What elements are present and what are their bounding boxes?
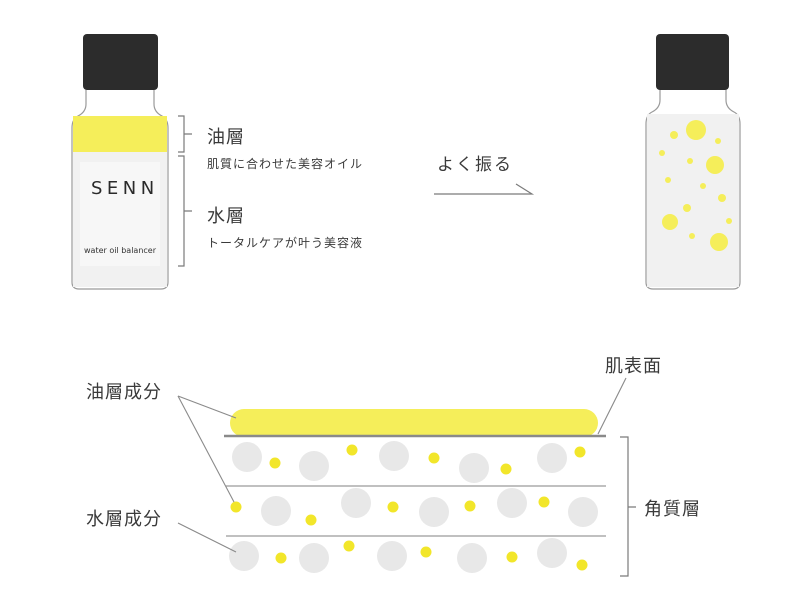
water-component-label: 水層成分 bbox=[86, 509, 162, 530]
oil-dot bbox=[305, 514, 317, 526]
oil-dot bbox=[420, 546, 432, 558]
oil-dot bbox=[576, 559, 588, 571]
bottle-right-oil-droplets bbox=[659, 120, 732, 251]
oil-dot bbox=[464, 500, 476, 512]
oil-droplet bbox=[670, 131, 678, 139]
oil-droplet bbox=[710, 233, 728, 251]
oil-dot bbox=[500, 463, 512, 475]
stratum-corneum-bracket bbox=[620, 436, 636, 577]
bottle-right bbox=[645, 34, 741, 290]
skin-diagram bbox=[177, 377, 636, 577]
bottle-right-mixed-liquid bbox=[647, 114, 739, 287]
skin-cell bbox=[341, 488, 371, 518]
oil-droplet bbox=[700, 183, 706, 189]
oil-dot bbox=[387, 501, 399, 513]
oil-droplet bbox=[686, 120, 706, 140]
oil-dot bbox=[428, 452, 440, 464]
stratum-corneum-label: 角質層 bbox=[644, 499, 701, 520]
skin-cell bbox=[229, 541, 259, 571]
oil-component-label: 油層成分 bbox=[86, 382, 162, 403]
water-layer-label: 水層 bbox=[207, 206, 245, 227]
skin-surface-leader bbox=[597, 377, 627, 435]
oil-layer-description: 肌質に合わせた美容オイル bbox=[207, 157, 364, 171]
shake-arrow bbox=[434, 183, 535, 195]
oil-droplet bbox=[687, 158, 693, 164]
oil-film bbox=[230, 409, 598, 437]
skin-cell bbox=[379, 441, 409, 471]
oil-dots bbox=[230, 444, 588, 571]
oil-droplet bbox=[659, 150, 665, 156]
oil-droplet bbox=[706, 156, 724, 174]
oil-dot bbox=[574, 446, 586, 458]
bottle-left-label-panel bbox=[80, 162, 160, 266]
bottle-subtitle: water oil balancer bbox=[84, 246, 157, 255]
skin-cell bbox=[261, 496, 291, 526]
skin-cell bbox=[377, 541, 407, 571]
water-layer-bracket bbox=[178, 155, 192, 267]
oil-layer-label: 油層 bbox=[207, 127, 245, 148]
oil-dot bbox=[343, 540, 355, 552]
oil-dot bbox=[269, 457, 281, 469]
oil-dot bbox=[506, 551, 518, 563]
skin-surface-label: 肌表面 bbox=[605, 356, 662, 377]
oil-component-leader-2 bbox=[177, 395, 235, 503]
bottle-right-cap bbox=[656, 34, 729, 90]
oil-dot bbox=[275, 552, 287, 564]
oil-droplet bbox=[689, 233, 695, 239]
skin-cell bbox=[568, 497, 598, 527]
skin-cell bbox=[537, 538, 567, 568]
oil-droplet bbox=[683, 204, 691, 212]
brand-logo: SENN bbox=[91, 178, 159, 199]
skin-cell bbox=[299, 543, 329, 573]
oil-dot bbox=[538, 496, 550, 508]
oil-droplet bbox=[715, 138, 721, 144]
oil-dot bbox=[346, 444, 358, 456]
bottle-left-cap bbox=[83, 34, 158, 90]
oil-layer-bracket bbox=[178, 115, 192, 153]
water-layer-description: トータルケアが叶う美容液 bbox=[207, 236, 364, 250]
bottle-left-oil-layer bbox=[73, 116, 167, 152]
skin-cell bbox=[457, 543, 487, 573]
water-component-leader bbox=[177, 522, 237, 553]
oil-component-leader-1 bbox=[177, 395, 237, 419]
oil-dot bbox=[230, 501, 242, 513]
shake-label: よく振る bbox=[437, 155, 513, 175]
skin-cell bbox=[497, 488, 527, 518]
skin-cell bbox=[419, 497, 449, 527]
skin-cell bbox=[537, 443, 567, 473]
skin-cell bbox=[459, 453, 489, 483]
oil-droplet bbox=[726, 218, 732, 224]
skin-cells bbox=[229, 441, 598, 573]
skin-cell bbox=[232, 442, 262, 472]
oil-droplet bbox=[662, 214, 678, 230]
skin-cell bbox=[299, 451, 329, 481]
bottle-left bbox=[71, 34, 169, 290]
oil-droplet bbox=[718, 194, 726, 202]
oil-droplet bbox=[665, 177, 671, 183]
